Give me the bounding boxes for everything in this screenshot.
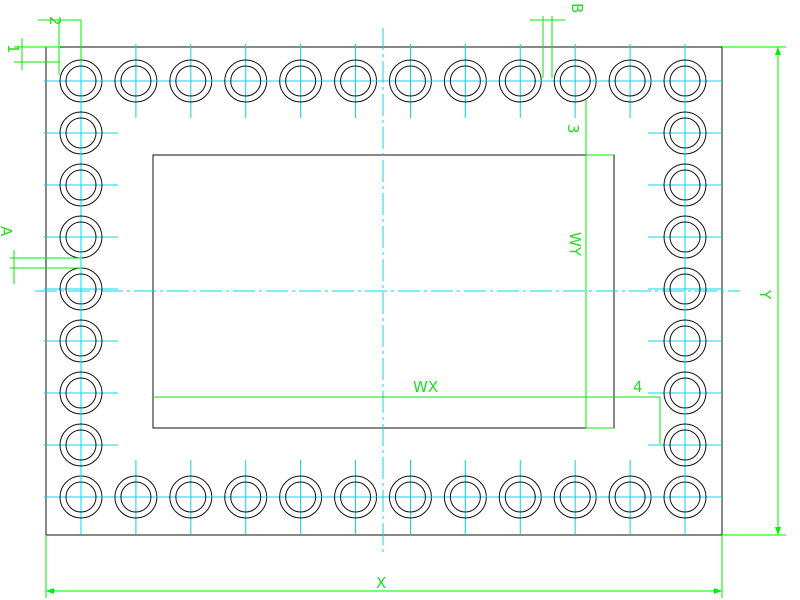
label-pitch-x: 2 [46,16,64,26]
dim-pitch-x: 2 [38,16,82,75]
pad [98,460,173,534]
dim-pad-spacing: B [530,3,586,78]
label-window-width: WX [413,378,438,396]
dim-window-width: WX 4 [153,378,661,444]
label-overall-height: Y [756,289,774,300]
dim-overall-width: X [45,535,723,598]
pad [44,408,118,482]
label-pad-width: A [0,226,15,237]
dim-pad-offset: 1 [4,38,60,70]
pad [263,44,338,118]
dim-pad-width: A [0,226,82,284]
pad [483,44,558,118]
label-pad-spacing: B [568,3,586,13]
label-pad-offset: 1 [4,44,22,54]
pad [44,356,118,430]
label-window-to-pad: 4 [633,378,643,396]
pad [648,200,722,274]
label-edge-to-window: 3 [564,124,582,134]
pad [208,44,283,118]
pad [648,408,722,482]
label-overall-width: X [376,574,386,592]
pads-group [44,44,722,534]
dim-overall-height: Y [722,46,786,536]
dim-edge-to-window: 3 WY [564,100,614,429]
label-window-height: WY [566,232,584,257]
